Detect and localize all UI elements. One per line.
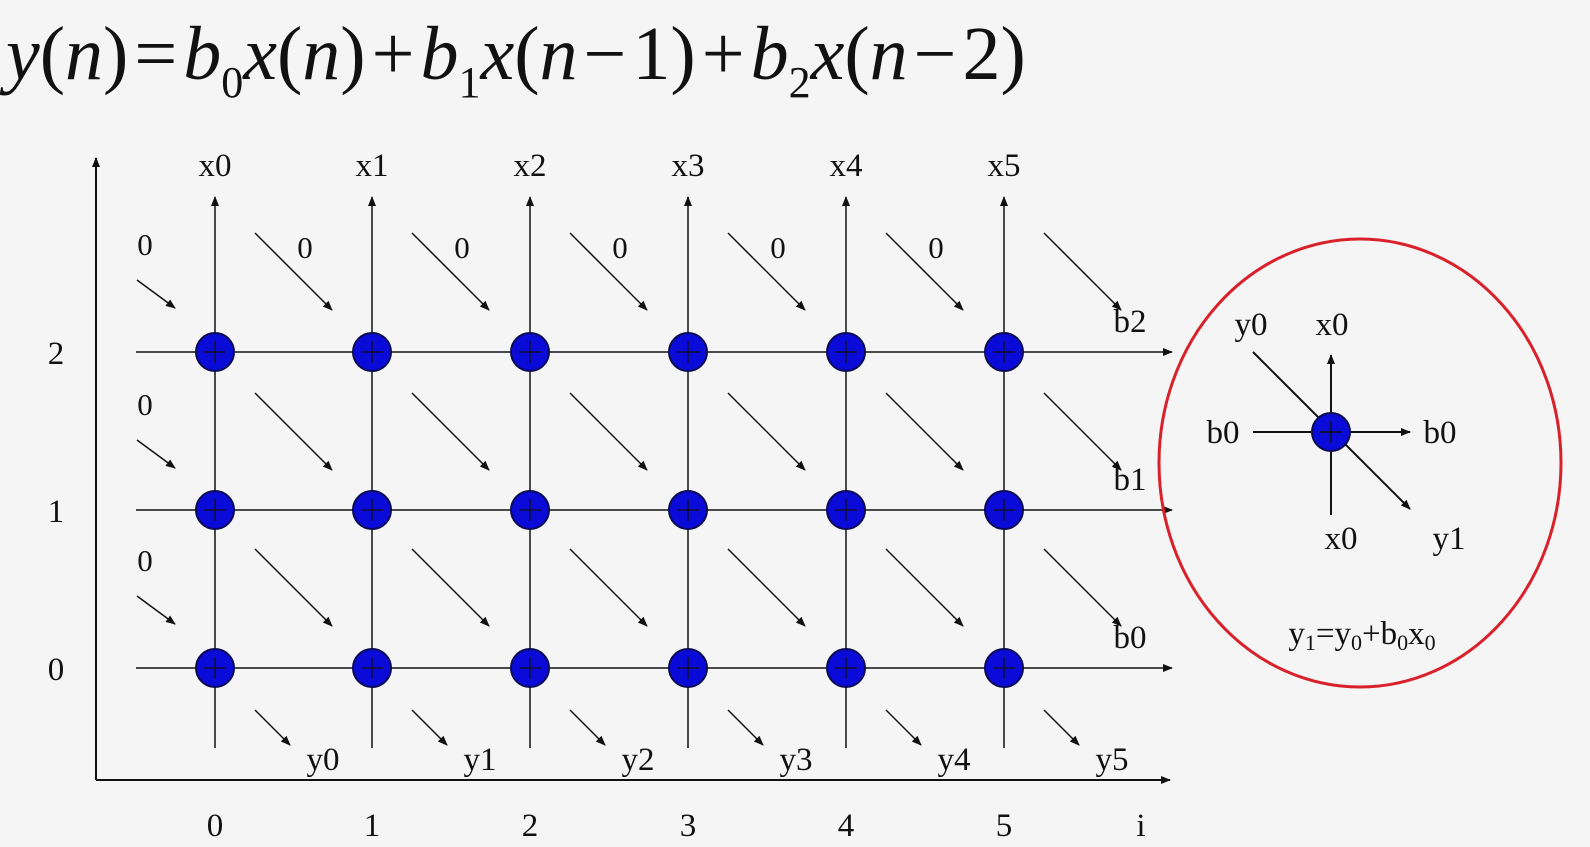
x-input-label-3: x3 xyxy=(672,148,705,184)
diag-arrow-2-4 xyxy=(885,548,964,627)
y-output-label-1: y1 xyxy=(464,742,497,778)
y-output-label-5: y5 xyxy=(1096,742,1129,778)
zero-top-label-3: 0 xyxy=(770,230,786,265)
column-index-label-4: 4 xyxy=(838,808,855,844)
y-output-arrow-2 xyxy=(569,709,606,746)
detail-y-out-label: y1 xyxy=(1433,521,1466,557)
y-output-arrow-3 xyxy=(727,709,764,746)
column-index-label-0: 0 xyxy=(207,808,224,844)
column-index-label-1: 1 xyxy=(364,808,381,844)
diag-arrow-0-5 xyxy=(1043,232,1122,311)
detail-x-out-label: x0 xyxy=(1316,307,1349,343)
y-output-arrow-5 xyxy=(1043,709,1080,746)
diag-arrow-0-0 xyxy=(254,232,333,311)
detail-b-in-label: b0 xyxy=(1207,415,1240,451)
diag-arrow-0-4 xyxy=(885,232,964,311)
filter-equation: y(n)=b0x(n)+b1x(n−1)+b2x(n−2) xyxy=(6,12,1026,107)
x-input-label-5: x5 xyxy=(988,148,1021,184)
zero-top-label-0: 0 xyxy=(297,230,313,265)
x-input-label-2: x2 xyxy=(514,148,547,184)
diagonal-arrows xyxy=(136,232,1122,746)
y-output-label-3: y3 xyxy=(780,742,813,778)
diag-arrow-1-2 xyxy=(569,392,648,471)
zero-input-label-2: 0 xyxy=(137,543,153,578)
diag-arrow-1-0 xyxy=(254,392,333,471)
row-index-label-0: 0 xyxy=(48,652,65,688)
grid-labels: 0 0 0 0 0 0 0 0 y0 y1 y2 y3 y4 y5 x0 0 x1 1 x2 2 x3 3 x4 4 x5 5 0 b… xyxy=(48,148,1147,844)
detail-b-out-label: b0 xyxy=(1424,415,1457,451)
diag-arrow-2-1 xyxy=(411,548,490,627)
zero-top-label-1: 0 xyxy=(454,230,470,265)
y-output-label-0: y0 xyxy=(307,742,340,778)
y-output-arrow-1 xyxy=(411,709,448,746)
diag-arrow-0-3 xyxy=(727,232,806,311)
detail-update-equation: y1=y0+b0x0 xyxy=(1288,616,1435,655)
x-input-label-4: x4 xyxy=(830,148,863,184)
row-index-label-1: 1 xyxy=(48,494,65,530)
column-index-label-3: 3 xyxy=(680,808,697,844)
diag-arrow-1-3 xyxy=(727,392,806,471)
cell-detail-callout: y0 x0 b0 b0 x0 y1 y1=y0+b0x0 xyxy=(1157,237,1563,689)
x-input-label-1: x1 xyxy=(356,148,389,184)
zero-top-label-2: 0 xyxy=(612,230,628,265)
diag-arrow-0-1 xyxy=(411,232,490,311)
zero-input-arrow-2 xyxy=(136,595,176,625)
diag-arrow-2-2 xyxy=(569,548,648,627)
zero-input-arrow-1 xyxy=(136,439,176,469)
column-index-label-5: 5 xyxy=(996,808,1013,844)
y-output-label-4: y4 xyxy=(938,742,971,778)
y-output-label-2: y2 xyxy=(622,742,655,778)
coef-label-b1: b1 xyxy=(1114,462,1147,498)
highlight-ellipse xyxy=(1157,237,1563,689)
diag-arrow-2-3 xyxy=(727,548,806,627)
diag-arrow-1-1 xyxy=(411,392,490,471)
y-output-arrow-0 xyxy=(254,709,291,746)
x-input-label-0: x0 xyxy=(199,148,232,184)
diag-arrow-0-2 xyxy=(569,232,648,311)
y-output-arrow-4 xyxy=(885,709,922,746)
detail-x-in-label: x0 xyxy=(1325,521,1358,557)
zero-input-label-1: 0 xyxy=(137,387,153,422)
diag-arrow-2-5 xyxy=(1043,548,1122,627)
diag-arrow-1-4 xyxy=(885,392,964,471)
processing-nodes xyxy=(195,332,1024,688)
coef-label-b0: b0 xyxy=(1114,620,1147,656)
detail-y-in-label: y0 xyxy=(1235,307,1268,343)
column-index-label-2: 2 xyxy=(522,808,539,844)
diag-arrow-1-5 xyxy=(1043,392,1122,471)
zero-top-label-4: 0 xyxy=(928,230,944,265)
coef-label-b2: b2 xyxy=(1114,304,1147,340)
zero-input-arrow-0 xyxy=(136,279,176,309)
row-index-label-2: 2 xyxy=(48,336,65,372)
zero-input-label-0: 0 xyxy=(137,227,153,262)
diag-arrow-2-0 xyxy=(254,548,333,627)
axis-i-label: i xyxy=(1136,808,1145,844)
